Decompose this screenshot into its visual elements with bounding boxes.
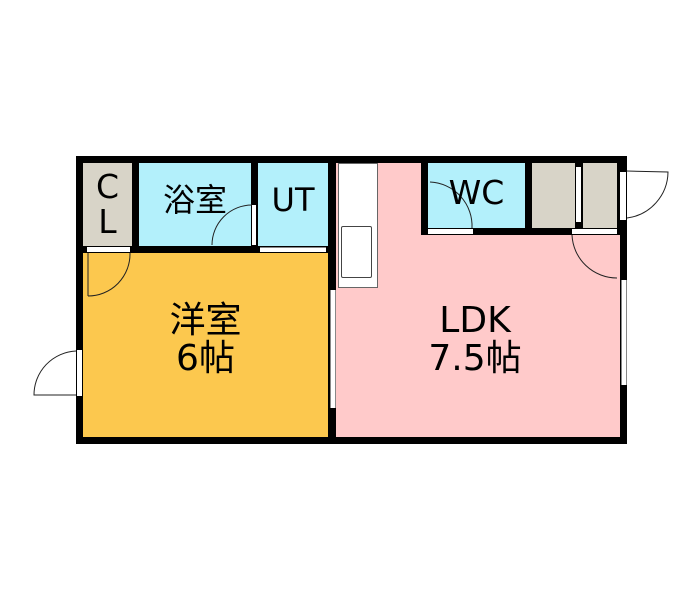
bath-door-opening — [252, 205, 256, 245]
room-closet — [83, 163, 132, 246]
entrance-door-arc — [626, 170, 669, 219]
room-bath — [139, 163, 251, 246]
ldk-name: LDK — [439, 300, 511, 341]
ut-opening — [260, 247, 326, 252]
window-ldk-left — [330, 290, 336, 408]
storage-1 — [532, 163, 575, 228]
ldk-door-arc — [571, 234, 618, 279]
window-ldk-right — [621, 280, 627, 385]
wc-door-opening — [428, 229, 473, 234]
storage-divider — [576, 167, 581, 222]
western-entry-arc — [33, 350, 77, 396]
ldk-door-opening — [572, 229, 617, 234]
closet-door-opening — [87, 247, 130, 252]
wc-door-arc — [429, 181, 473, 229]
room-toilet — [428, 163, 525, 228]
utility-label: UT — [271, 181, 315, 219]
room-western — [83, 253, 328, 437]
kitchen-sink — [341, 226, 372, 278]
bath-door-arc — [211, 204, 253, 246]
entrance-door-opening — [620, 172, 626, 220]
storage-2 — [583, 163, 617, 228]
western-room-name: 洋室 — [169, 300, 242, 341]
bath-label: 浴室 — [162, 181, 227, 219]
closet-label-line2: L — [98, 201, 117, 241]
western-entry-opening — [77, 350, 82, 396]
western-room-size: 6帖 — [176, 337, 235, 379]
closet-door-arc — [87, 252, 131, 297]
toilet-label: WC — [448, 173, 505, 212]
closet-label-line1: C — [95, 167, 120, 206]
room-utility — [258, 163, 328, 246]
ldk-size: 7.5帖 — [428, 337, 522, 379]
